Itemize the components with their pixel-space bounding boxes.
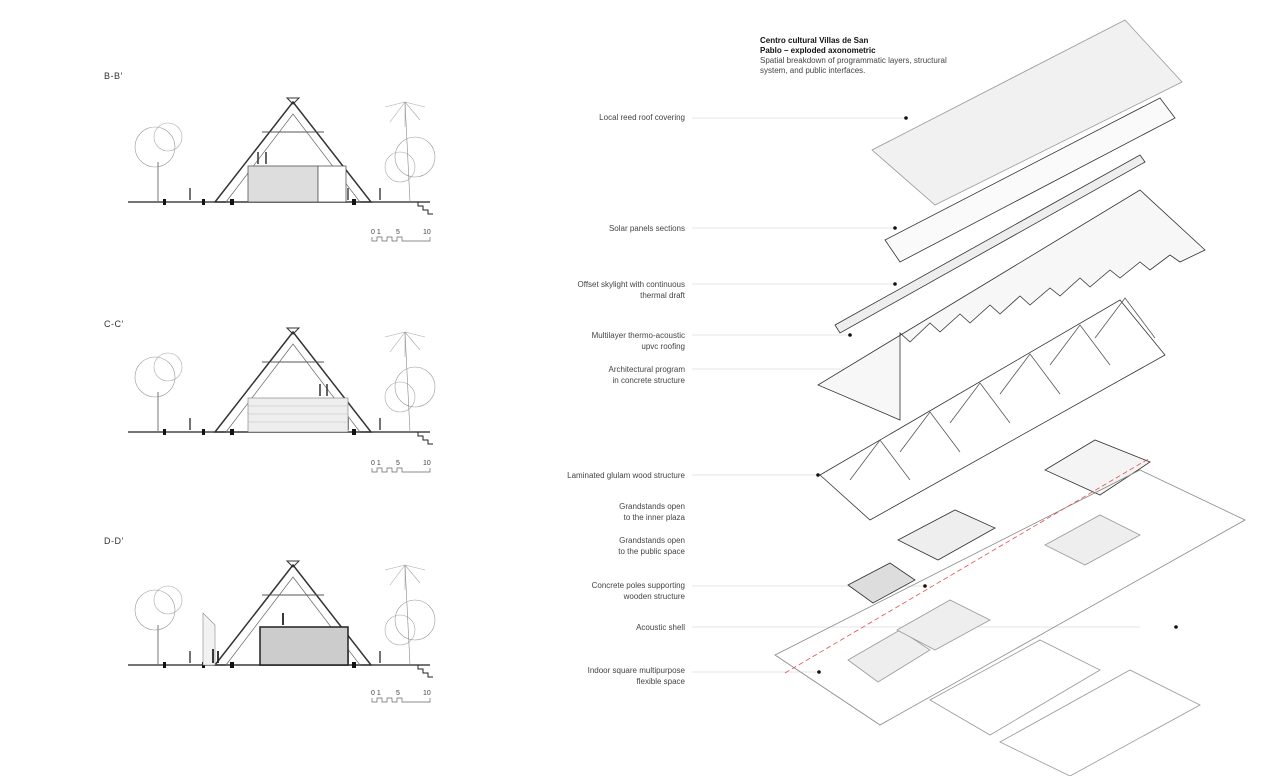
section-title-c: C-C′ xyxy=(104,319,124,329)
section-title-b: B-B′ xyxy=(104,71,123,81)
label-reed-roof: Local reed roof covering xyxy=(599,113,685,122)
subtitle: Spatial breakdown of programmatic layers… xyxy=(760,56,947,75)
scale-bars xyxy=(371,236,431,703)
solar-panel-layer xyxy=(884,97,1176,263)
site-plane xyxy=(774,469,1246,726)
title-line-1: Centro cultural Villas de San xyxy=(760,36,869,45)
exploded-axonometric xyxy=(774,19,1246,776)
skylight-layer xyxy=(834,154,1146,334)
reed-roof-layer xyxy=(871,19,1183,206)
axonometric-title-block: Centro cultural Villas de San Pablo – ex… xyxy=(760,36,950,76)
grandstand-inner xyxy=(897,509,996,561)
glulam-structure-layer xyxy=(819,299,1166,521)
section-b-drawing xyxy=(127,97,436,215)
section-c-drawing xyxy=(127,327,436,445)
label-solar-panels: Solar panels sections xyxy=(608,224,685,233)
label-glulam: Laminated glulam wood structure xyxy=(567,471,685,480)
grandstand-public xyxy=(847,562,916,604)
leader-lines xyxy=(692,117,1140,673)
label-acoustic-shell: Acoustic shell xyxy=(636,623,685,632)
section-title-d: D-D′ xyxy=(104,536,124,546)
title-line-2: Pablo – exploded axonometric xyxy=(760,46,876,55)
program-block xyxy=(1044,439,1151,496)
upvc-roof-layer xyxy=(817,189,1206,421)
section-d-drawing xyxy=(127,560,436,678)
plaza-floor xyxy=(847,629,931,683)
